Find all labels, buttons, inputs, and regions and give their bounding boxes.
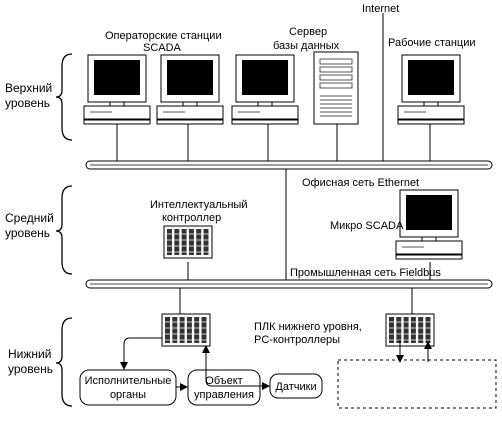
actuators-label: Исполнительные органы bbox=[85, 375, 172, 401]
ctrl-l2: контроллер bbox=[162, 212, 221, 224]
controller-module bbox=[396, 317, 402, 343]
db-server-computer bbox=[231, 54, 299, 125]
ethernet-label: Офисная сеть Ethernet bbox=[302, 177, 419, 189]
upper-level-brace bbox=[55, 53, 73, 141]
controller-module bbox=[167, 229, 172, 255]
controller-module bbox=[203, 229, 209, 255]
monitor-stand bbox=[182, 101, 198, 107]
smart-controller-device bbox=[163, 225, 213, 259]
keyboard bbox=[156, 119, 224, 125]
plc-1-device bbox=[161, 313, 211, 347]
controller-module bbox=[179, 317, 185, 343]
system-unit bbox=[156, 105, 224, 120]
act-l1: Исполнительные bbox=[85, 375, 172, 387]
keyboard bbox=[397, 119, 465, 125]
controller-module bbox=[181, 229, 187, 255]
sensors-label: Датчики bbox=[275, 381, 316, 393]
system-unit bbox=[83, 105, 151, 120]
sensors-box: Датчики bbox=[269, 373, 323, 399]
plc-label: ПЛК нижнего уровня,PC-контроллеры bbox=[254, 321, 362, 346]
monitor-screen bbox=[408, 60, 454, 95]
system-unit bbox=[397, 105, 465, 120]
scada-l1: Операторские станции bbox=[105, 30, 222, 42]
controller-module bbox=[389, 317, 394, 343]
control-object-box: Объект управления bbox=[187, 369, 261, 406]
workstations-label: Рабочие станции bbox=[388, 37, 476, 49]
db-server-label: Сервер базы данных bbox=[273, 26, 340, 52]
system-unit bbox=[231, 105, 299, 120]
controller-module bbox=[418, 317, 424, 343]
field-devices-placeholder bbox=[337, 359, 497, 409]
lower-level-brace bbox=[55, 317, 73, 407]
monitor-screen bbox=[94, 60, 140, 95]
ctrl-l1: Интеллектуальный bbox=[150, 199, 247, 211]
controller-module bbox=[188, 229, 194, 255]
monitor-screen bbox=[406, 195, 452, 230]
controller-module bbox=[194, 317, 200, 343]
controller-module bbox=[196, 229, 202, 255]
db-server-tower bbox=[313, 51, 359, 125]
internet-label: Internet bbox=[362, 3, 399, 15]
act-l2: органы bbox=[110, 389, 146, 401]
actuators-box: Исполнительные органы bbox=[79, 369, 177, 406]
controller-module bbox=[172, 317, 178, 343]
ethernet-bus bbox=[85, 160, 493, 170]
scada-station-1-computer bbox=[83, 54, 151, 125]
obj-l1: Объект bbox=[205, 375, 242, 387]
lvl-lower-1: Нижний bbox=[8, 347, 51, 361]
controller-module bbox=[174, 229, 180, 255]
monitor-stand bbox=[257, 101, 273, 107]
system-unit bbox=[395, 240, 463, 255]
scada-l2: SCADA bbox=[143, 42, 182, 54]
monitor-stand bbox=[109, 101, 125, 107]
controller-module bbox=[165, 317, 170, 343]
scada-station-2-computer bbox=[156, 54, 224, 125]
plc-2-device bbox=[385, 313, 435, 347]
monitor-stand bbox=[421, 236, 437, 242]
plc-l2: PC-контроллеры bbox=[254, 334, 340, 346]
lvl-lower-2: уровень bbox=[8, 362, 53, 376]
db-l1: Сервер bbox=[289, 26, 327, 38]
obj-l2: управления bbox=[194, 389, 254, 401]
controller-module bbox=[201, 317, 207, 343]
sensors-to-plc-arrow bbox=[202, 345, 270, 387]
controller-module bbox=[403, 317, 409, 343]
monitor-screen bbox=[167, 60, 213, 95]
controller-module bbox=[410, 317, 416, 343]
keyboard bbox=[231, 119, 299, 125]
controller-module bbox=[186, 317, 192, 343]
db-l2: базы данных bbox=[273, 40, 340, 52]
lvl-middle-1: Средний bbox=[5, 211, 54, 225]
fieldbus-bus bbox=[85, 279, 493, 289]
micro-scada-computer bbox=[395, 189, 463, 260]
keyboard bbox=[83, 119, 151, 125]
micro-scada-label: Микро SCADA bbox=[330, 220, 404, 232]
lvl-middle-2: уровень bbox=[5, 226, 50, 240]
keyboard bbox=[395, 254, 463, 260]
monitor-stand bbox=[423, 101, 439, 107]
workstation-computer bbox=[397, 54, 465, 125]
plc-to-actuators-arrow bbox=[120, 337, 162, 370]
plc-l1: ПЛК нижнего уровня, bbox=[254, 321, 362, 333]
monitor-screen bbox=[242, 60, 288, 95]
control-object-label: Объект управления bbox=[194, 375, 254, 401]
fieldbus-label: Промышленная сеть Fieldbus bbox=[290, 267, 441, 279]
middle-level-brace bbox=[55, 185, 73, 275]
lvl-upper-1: Верхний bbox=[5, 81, 52, 95]
controller-module bbox=[425, 317, 431, 343]
lvl-upper-2: уровень bbox=[5, 96, 50, 110]
